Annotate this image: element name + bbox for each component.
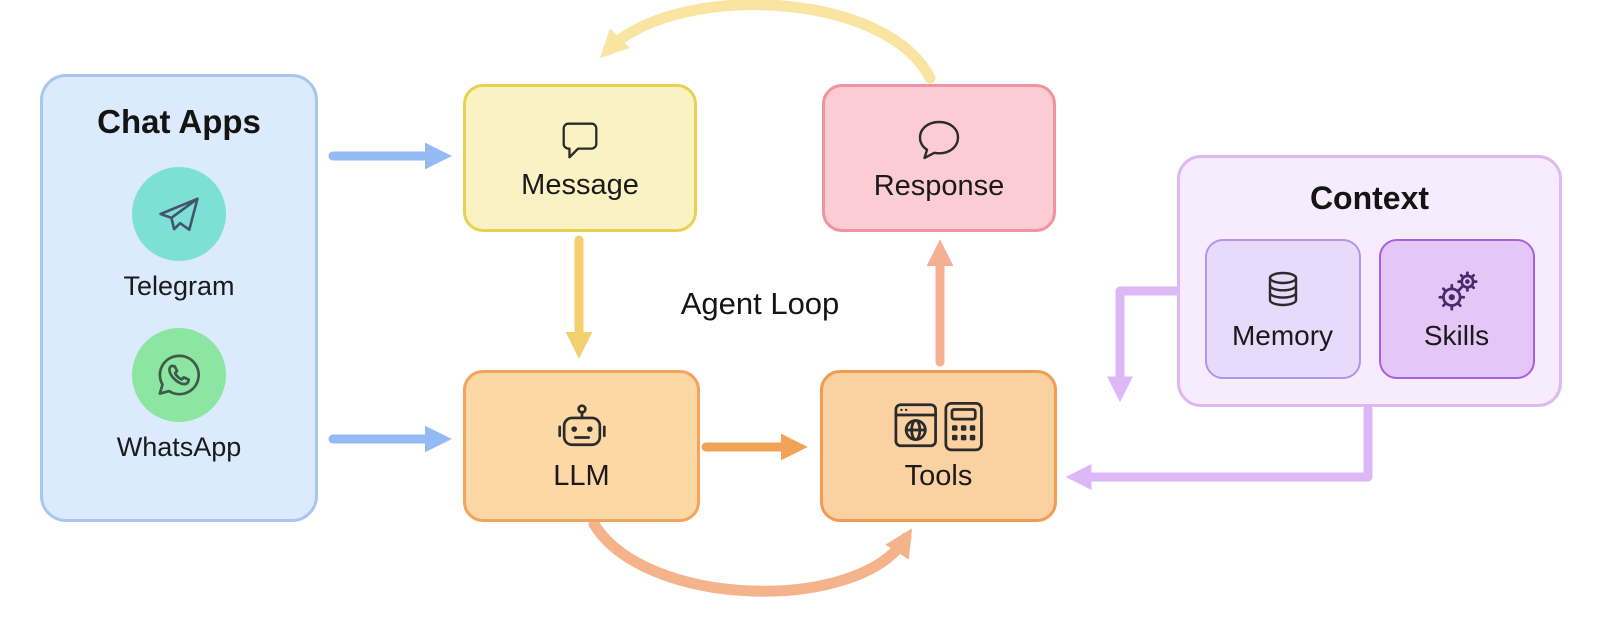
chat-apps-group: Chat Apps Telegram WhatsApp <box>40 74 318 522</box>
chat-app-whatsapp: WhatsApp <box>116 328 242 463</box>
context-group: Context Memory <box>1177 155 1562 407</box>
chat-apps-title: Chat Apps <box>97 103 261 140</box>
browser-calculator-icon <box>893 401 985 454</box>
memory-label: Memory <box>1231 320 1334 351</box>
arrow-context-tools-bottom <box>1065 404 1373 490</box>
database-icon <box>1259 268 1307 316</box>
gears-icon <box>1432 268 1482 316</box>
memory-node: Memory <box>1204 239 1361 379</box>
skills-label: Skills <box>1423 320 1490 351</box>
llm-node: LLM <box>463 370 700 522</box>
chat-bubble-square-icon <box>557 117 603 163</box>
whatsapp-icon <box>132 328 226 422</box>
diagram-title: Agent Loop <box>680 286 840 321</box>
message-label: Message <box>521 168 639 201</box>
message-node: Message <box>463 84 697 232</box>
tools-node: Tools <box>820 370 1057 522</box>
arrow-llm-tools-loop <box>588 518 913 597</box>
telegram-icon <box>131 167 226 261</box>
chat-app-telegram: Telegram <box>123 167 235 302</box>
arrow-context-tools-top <box>1107 286 1182 403</box>
skills-node: Skills <box>1378 239 1535 379</box>
context-title: Context <box>1309 180 1430 216</box>
response-label: Response <box>873 169 1005 202</box>
context-row: Memory <box>1204 239 1535 379</box>
arrow-response-message-loop <box>600 0 936 84</box>
robot-icon <box>553 402 611 454</box>
response-node: Response <box>822 84 1056 232</box>
tools-label: Tools <box>904 459 973 492</box>
chat-bubble-round-icon <box>915 116 963 164</box>
whatsapp-label: WhatsApp <box>116 432 242 462</box>
llm-label: LLM <box>553 459 610 492</box>
telegram-label: Telegram <box>123 271 235 301</box>
